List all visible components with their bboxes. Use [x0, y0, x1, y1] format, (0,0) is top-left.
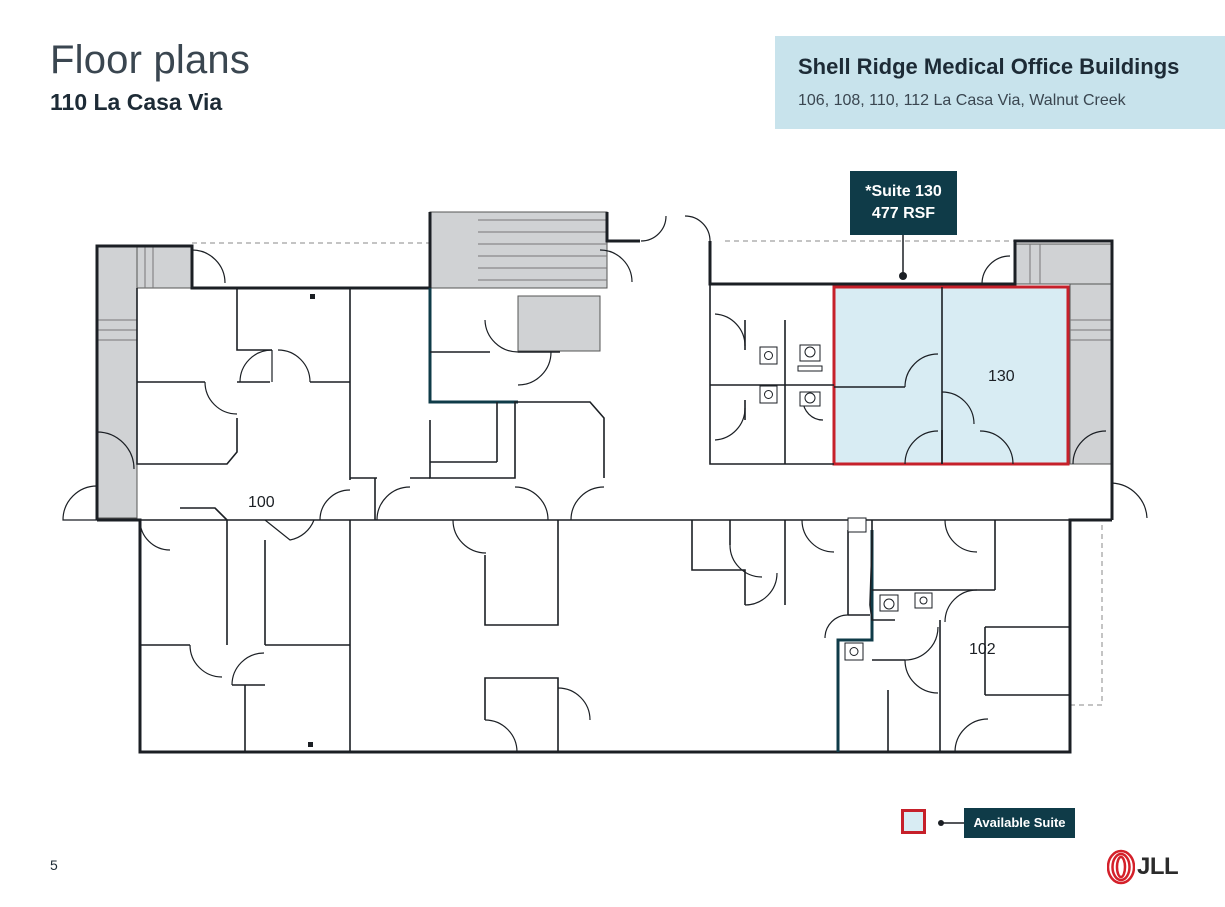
- door-swings: [62, 215, 1148, 753]
- dashed-outlines: [192, 240, 1103, 706]
- stair-treads: [97, 219, 1112, 341]
- suite-callout: *Suite 130 477 RSF: [850, 171, 957, 235]
- column-markers: [308, 294, 315, 747]
- property-address: 106, 108, 110, 112 La Casa Via, Walnut C…: [798, 92, 1126, 109]
- room-label-102: 102: [969, 641, 996, 658]
- jll-logo-text: JLL: [1137, 853, 1179, 880]
- callout-leader: [899, 235, 907, 280]
- stair-right: [1014, 243, 1113, 285]
- suite-130-highlight: [832, 285, 1070, 466]
- page-number: 5: [50, 857, 58, 873]
- legend-label: Available Suite: [964, 808, 1075, 838]
- teal-partitions: [428, 288, 874, 752]
- property-name: Shell Ridge Medical Office Buildings: [798, 54, 1180, 79]
- callout-suite-name: *Suite 130: [865, 183, 942, 200]
- room-label-130: 130: [988, 368, 1015, 385]
- interior-walls: [136, 284, 1070, 752]
- stair-center: [429, 211, 608, 289]
- page-title: Floor plans: [50, 38, 251, 82]
- jll-logo: JLL: [1107, 849, 1187, 885]
- room-label-100: 100: [248, 494, 275, 511]
- callout-suite-area: 477 RSF: [871, 205, 936, 222]
- elevator: [517, 295, 601, 352]
- jll-logo-icon: [1107, 849, 1135, 885]
- restroom-fixtures: [759, 344, 933, 661]
- stair-left: [96, 245, 138, 519]
- legend-swatch: [901, 809, 926, 834]
- building-subtitle: 110 La Casa Via: [50, 89, 223, 115]
- property-banner: Shell Ridge Medical Office Buildings 106…: [775, 36, 1225, 129]
- legend-leader: [938, 820, 964, 826]
- stair-right-side: [1069, 283, 1113, 465]
- exterior-walls: [95, 212, 1114, 754]
